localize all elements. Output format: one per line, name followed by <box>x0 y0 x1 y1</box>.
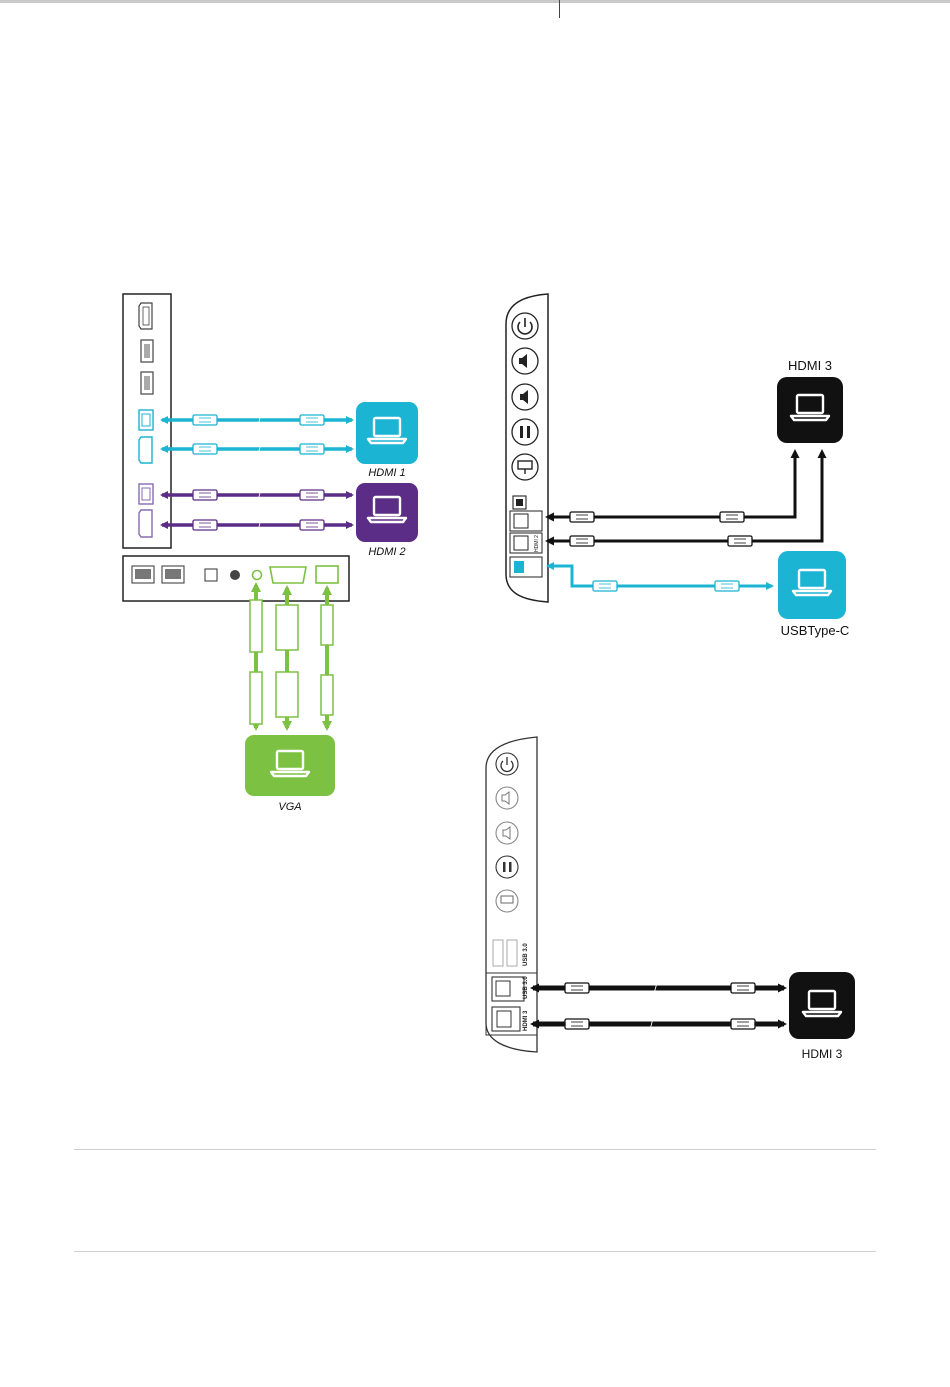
footer-divider-bottom <box>74 1251 876 1252</box>
usb30-port-label: USB 3.0 <box>523 943 529 966</box>
vga-cables <box>250 585 333 728</box>
computer-hdmi1 <box>356 402 418 464</box>
usb-b-port-cyan-icon <box>139 410 153 430</box>
hdmi2-label: HDMI 2 <box>368 546 405 558</box>
hdmi-port-cyan-icon <box>139 437 152 463</box>
vga-label: VGA <box>278 801 301 813</box>
volume-down-icon <box>496 822 518 844</box>
usb-type-c-label: USBType-C <box>781 623 850 638</box>
hdmi1-cables: / / <box>162 415 352 456</box>
pause-button-icon <box>512 419 538 445</box>
hdmi-port-purple-icon <box>139 510 152 537</box>
usb30-port-label-2: USB 3.0 <box>523 976 529 999</box>
right-top-side-panel: HDMI 2 <box>506 294 548 602</box>
optical-port-icon <box>205 569 217 581</box>
input-button-icon <box>512 454 538 480</box>
audio-jack-icon <box>230 570 240 580</box>
svg-text:/: / <box>258 491 261 502</box>
right-bottom-side-panel: USB 3.0 USB 3.0 HDMI 3 <box>486 737 537 1052</box>
hdmi3-port-label: HDMI 3 <box>523 1010 529 1031</box>
vga-port-green-icon <box>270 567 306 583</box>
left-bottom-panel <box>123 556 349 601</box>
footer-divider-top <box>74 1149 876 1150</box>
computer-hdmi3-bottom <box>789 972 855 1039</box>
computer-vga <box>245 735 335 796</box>
hdmi3-bottom-cables: / / <box>533 983 784 1031</box>
hdmi1-label: HDMI 1 <box>368 467 405 479</box>
computer-hdmi3-top <box>777 377 843 443</box>
hdmi3-top-cables <box>548 452 822 546</box>
computer-usb-type-c <box>778 551 846 619</box>
svg-text:/: / <box>258 445 261 456</box>
hdmi2-port-label: HDMI 2 <box>534 535 540 552</box>
hdmi3-bottom-label: HDMI 3 <box>802 1047 843 1061</box>
pause-button-icon <box>496 856 518 878</box>
hdmi3-top-label: HDMI 3 <box>788 358 832 373</box>
hdmi2-cables: / / <box>162 490 352 532</box>
usb3-port-icon <box>507 940 517 966</box>
usb-b-port-purple-icon <box>139 484 153 504</box>
volume-up-icon <box>496 787 518 809</box>
svg-text:/: / <box>258 521 261 532</box>
computer-hdmi2 <box>356 483 418 542</box>
input-button-icon <box>496 890 518 912</box>
svg-text:/: / <box>258 416 261 427</box>
usb3-port-icon <box>493 940 503 966</box>
audio-in-green-icon <box>253 571 262 580</box>
usb-c-cable <box>548 566 772 591</box>
usb-b-port-green-icon <box>316 566 338 583</box>
